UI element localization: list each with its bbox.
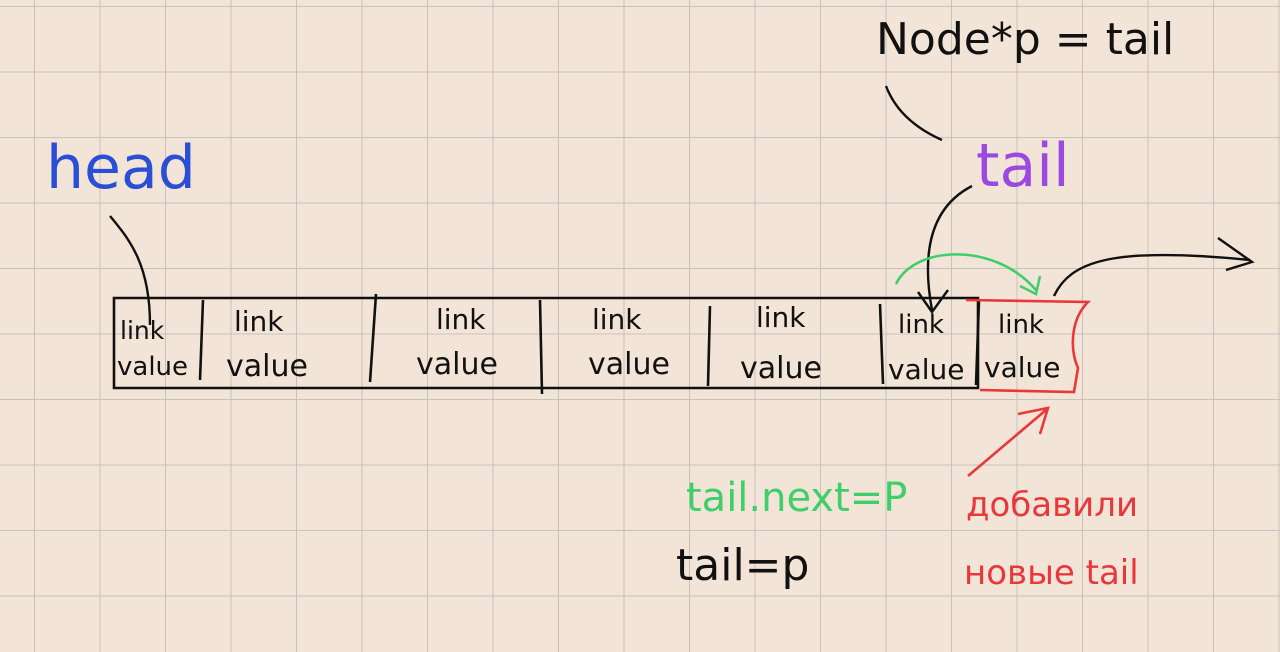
- cell-divider: [878, 303, 885, 385]
- cell-divider: [974, 299, 981, 386]
- new-cell-value-label: value: [984, 351, 1061, 384]
- cell-value-label: value: [740, 351, 822, 386]
- cell-link-label: link: [234, 305, 284, 338]
- new-node-outline: [965, 298, 1092, 394]
- note-arrow: [967, 409, 1047, 477]
- next-link-arrow-head: [1019, 275, 1042, 296]
- cell-divider: [538, 299, 544, 395]
- cell-divider: [198, 299, 205, 381]
- added-note-line1: добавили: [966, 485, 1139, 525]
- tail-pointer: [926, 184, 973, 311]
- node-declaration-label: Node*p = tail: [876, 14, 1175, 65]
- note-arrow-head: [1017, 406, 1050, 435]
- tail-assignment: tail=p: [676, 540, 810, 591]
- head-label: head: [46, 133, 196, 203]
- added-note-line2: новые tail: [964, 553, 1139, 593]
- node-array-outline: [112, 296, 980, 390]
- cell-value-label: value: [117, 352, 189, 382]
- outgoing-arrow-head: [1217, 237, 1255, 272]
- cell-value-label: value: [416, 347, 498, 382]
- cell-link-label: link: [120, 316, 165, 345]
- outgoing-arrow: [1052, 253, 1251, 297]
- cell-value-label: value: [588, 347, 670, 382]
- tail-pointer-head: [917, 289, 949, 315]
- next-link-arrow: [894, 253, 1037, 291]
- cell-divider: [368, 293, 378, 383]
- tail-next-assignment: tail.next=P: [686, 475, 908, 521]
- cell-divider: [706, 305, 712, 387]
- cell-link-label: link: [898, 310, 944, 340]
- cell-link-label: link: [592, 303, 642, 336]
- cell-link-label: link: [756, 301, 806, 334]
- new-cell-link-label: link: [998, 310, 1044, 340]
- node-decl-pointer: [884, 85, 943, 142]
- cell-link-label: link: [436, 303, 486, 336]
- tail-label: tail: [976, 131, 1070, 201]
- cell-value-label: value: [888, 353, 965, 386]
- head-pointer: [109, 215, 152, 326]
- cell-value-label: value: [226, 349, 308, 384]
